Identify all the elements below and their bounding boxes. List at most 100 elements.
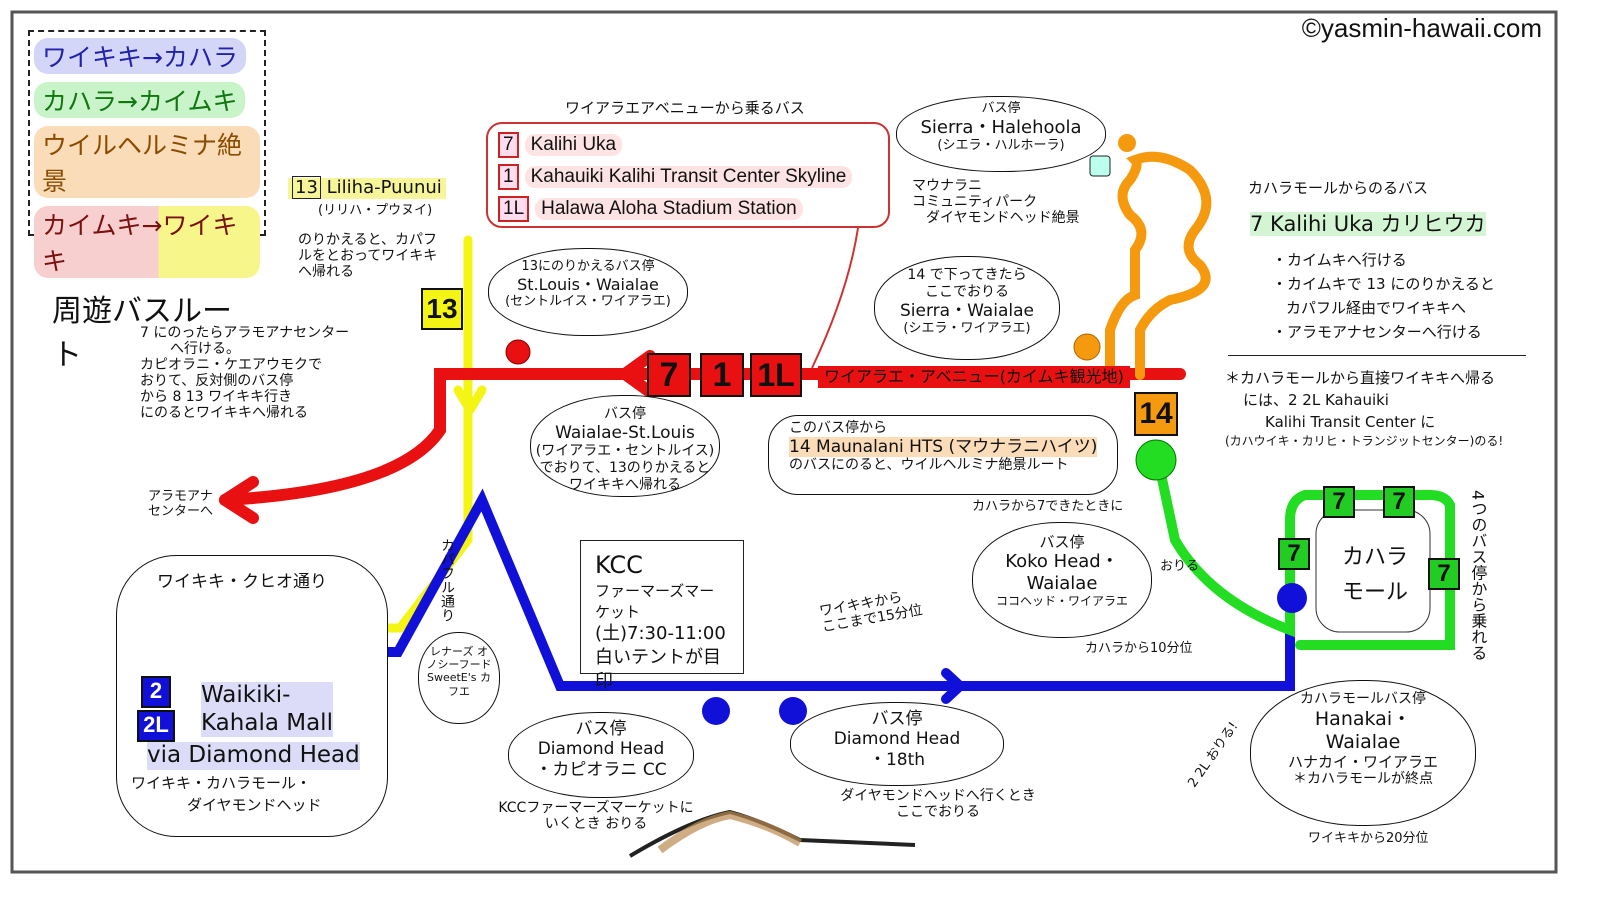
stop-kana: (セントルイス・ワイアラエ) [505, 293, 671, 309]
bus-stop-blue [702, 697, 730, 725]
badge-2l: 2L [137, 710, 175, 742]
stop-name: St.Louis・Waialae [517, 274, 659, 294]
bullet-line: カパフル経由でワイキキへ [1286, 299, 1467, 317]
route-number: 7 [498, 132, 519, 158]
stop-label: バス停 [1039, 533, 1085, 551]
red-route [219, 350, 1186, 524]
bus-stop-orange [1118, 134, 1136, 152]
route13-name: Liliha-Puunui [326, 177, 442, 198]
map-frame [10, 10, 1558, 874]
route13-note: のりかえると、カパフルをとおってワイキキへ帰れる [298, 232, 438, 281]
stop-name: Diamond Head [537, 739, 665, 760]
route2-via: via Diamond Head [147, 742, 360, 770]
route-number: 1L [498, 196, 530, 222]
park-line: マウナラニ [912, 178, 982, 194]
park-line: ダイヤモンドヘッド絶景 [926, 210, 1080, 227]
kcc-line: ファーマーズマーケット [595, 582, 715, 621]
maunalani-line: のバスにのると、ウイルヘルミナ絶景ルート [789, 457, 1069, 474]
route2-kana: ダイヤモンドヘッド [187, 796, 322, 814]
dh-kcc-note: KCCファーマーズマーケットにいくとき おりる [498, 800, 694, 833]
stop-label: バス停 [575, 719, 627, 739]
stop-note: 13にのりかえるバス停 [521, 259, 655, 274]
legend: ワイキキ→カハラ カハラ→カイムキ ウイルヘルミナ絶景 カイムキ→ワイキキ 周遊… [28, 30, 266, 373]
badge-14: 14 [1134, 392, 1178, 436]
route13-number: 13 [292, 176, 321, 199]
kuhio-box: ワイキキ・クヒオ通り 2 2L Waikiki-Kahala Mall via … [116, 555, 388, 837]
mall-name: モール [1342, 580, 1409, 606]
waialae-buses-caption: ワイアラエアベニューから乗るバス [565, 99, 805, 117]
green-route [1153, 455, 1455, 650]
time-10min: カハラから10分位 [1085, 641, 1193, 656]
kcc-hours: (土)7:30-11:00 [595, 622, 726, 644]
alamoana-label: アラモアナセンターへ [148, 489, 214, 520]
maunalani-route: 14 Maunalani HTS (マウナラニハイツ) [789, 436, 1098, 458]
legend-item-red-yellow: カイムキ→ワイキキ [34, 206, 260, 278]
copyright: ©yasmin-hawaii.com [1301, 13, 1542, 43]
stop-name: Koko Head・ [1005, 551, 1119, 572]
route2-line: Waikiki- [201, 682, 333, 710]
kahala-route7-notes: ・カイムキへ行ける・カイムキで 13 にのりかえるとカパフル経由でワイキキへ・ア… [1272, 248, 1495, 344]
time-20min: ワイキキから20分位 [1308, 831, 1429, 846]
stop-name: Waialae-St.Louis [555, 422, 695, 443]
kahala-buses-caption: カハラモールからのるバス [1248, 179, 1429, 197]
stop-name: ・カピオラニ CC [535, 759, 667, 780]
mall-name: カハラ [1342, 545, 1409, 570]
maunalani-line: このバス停から [789, 420, 887, 436]
stop-name: Waialae [1325, 730, 1401, 753]
stop-name: Sierra・Waialae [900, 300, 1034, 321]
badge-7: 7 [647, 353, 691, 397]
stop-name: ・18th [868, 749, 926, 770]
route-name: Halawa Aloha Stadium Station [535, 198, 803, 220]
note-line: 7 にのったらアラモアナセンター [140, 325, 350, 341]
badge-13: 13 [421, 288, 463, 330]
bus-stop-blue [779, 697, 807, 725]
note-line: ＊カハラモールから直接ワイキキへ帰る [1225, 369, 1496, 387]
bus-stop-orange [1073, 333, 1101, 361]
diamond-head-shading [657, 810, 803, 854]
badge-2: 2 [141, 676, 171, 708]
stop-note: でおりて、13のりかえると [539, 459, 711, 476]
park-line: コミュニティパーク [912, 194, 1038, 211]
kapahulu-street-label: カパフル通り [439, 538, 455, 622]
kahala-mall-label: カハラモール [1342, 540, 1408, 610]
route2-kana: ワイキキ・カハラモール・ [131, 774, 312, 792]
stop-label: バス停 [604, 406, 646, 422]
stop-note: 14 で下ってきたら [907, 267, 1027, 283]
stop-note: ＊カハラモールが終点 [1293, 771, 1433, 788]
bullet-line: ・カイムキへ行ける [1272, 251, 1407, 269]
bus-stop-green [1135, 439, 1177, 481]
badge-7-stop: 7 [1383, 486, 1415, 518]
bullet-line: ・アラモアナセンターへ行ける [1272, 323, 1482, 341]
route-name: Kalihi Uka [524, 134, 623, 156]
stop-kana: ハナカイ・ワイアラエ [1287, 753, 1438, 772]
alamoana-line: センターへ [148, 503, 214, 519]
stop-name: Waialae [1026, 572, 1098, 594]
route2-line: Kahala Mall [201, 709, 333, 738]
note-line: (カハウイキ・カリヒ・トランジットセンター)のる! [1225, 434, 1504, 449]
badge-7-stop: 7 [1428, 558, 1460, 590]
stop-label: バス停 [981, 101, 1021, 116]
note-line: Kalihi Transit Center に [1265, 412, 1436, 431]
alamoana-line: アラモアナ [148, 489, 213, 504]
bus-stop-blue [1277, 583, 1307, 613]
stop-label: バス停 [871, 709, 923, 729]
maunalani-park-label: マウナラニコミュニティパークダイヤモンドヘッド絶景 [912, 178, 1080, 226]
badge-1l: 1L [750, 353, 802, 397]
stop-kana: (ワイアラエ・セントルイス) [535, 443, 715, 460]
stop-name: Sierra・Halehoola [920, 116, 1082, 138]
route-name: Kahauiki Kalihi Transit Center Skyline [524, 166, 853, 188]
bullet-line: ・カイムキで 13 にのりかえると [1272, 275, 1495, 293]
legend-item-green: カハラ→カイムキ [34, 82, 246, 118]
